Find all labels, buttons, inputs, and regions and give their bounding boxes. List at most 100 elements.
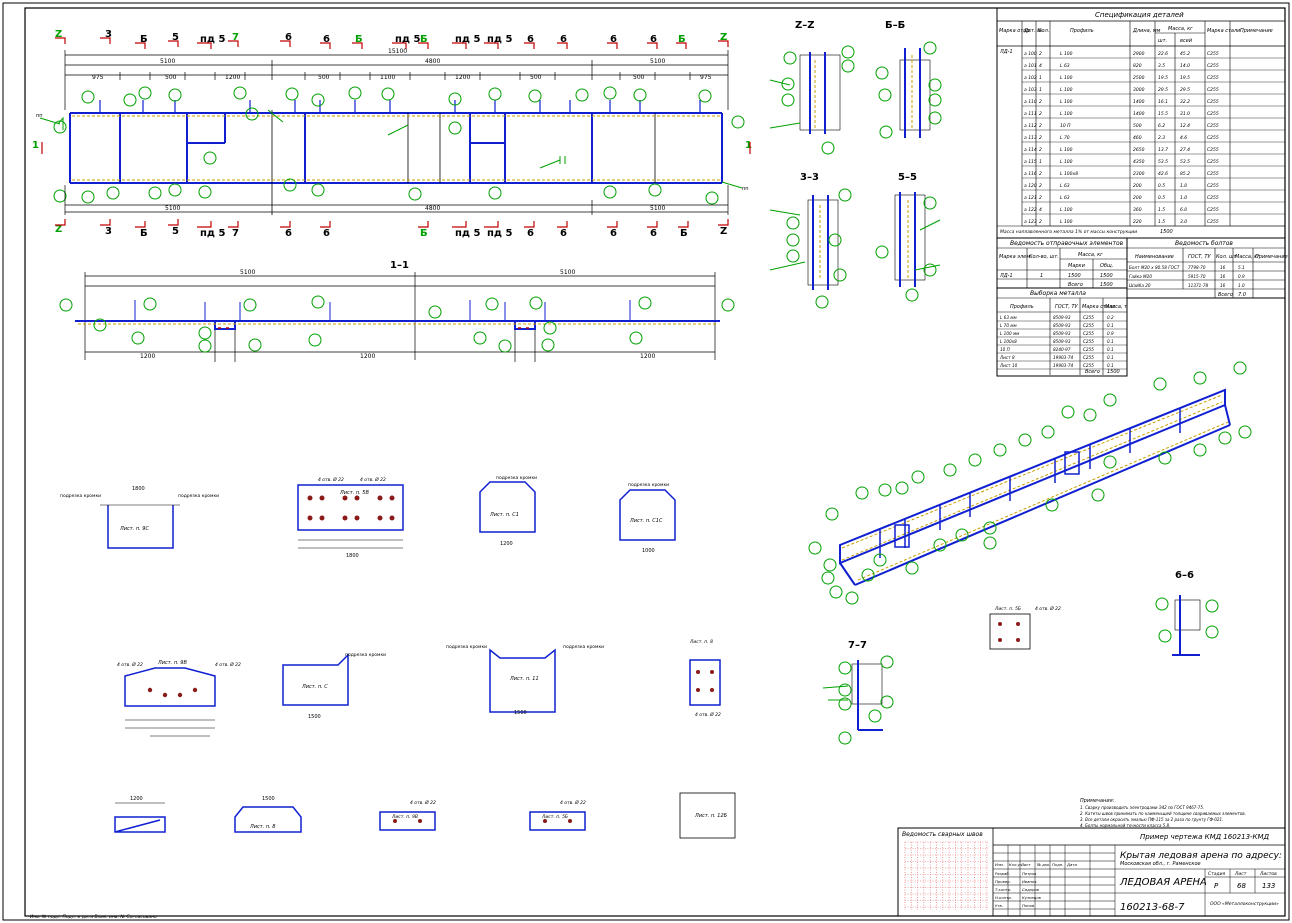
spec-cell: 19.5: [1158, 75, 1168, 81]
dim-seg-2: 500: [165, 74, 177, 81]
stamp-role: Провер.: [995, 879, 1011, 884]
spec-cell: 500: [1133, 123, 1142, 129]
spec-cell: 22.6: [1158, 51, 1168, 57]
spec-cell: 0.5: [1158, 195, 1165, 201]
bolt-cell: 7798-70: [1188, 265, 1206, 270]
spec-cell: 27.4: [1180, 147, 1190, 153]
dim-seg-9: 975: [700, 74, 712, 81]
cut-6-top-4: 6: [560, 34, 567, 45]
spec-cell: 1.5: [1158, 219, 1165, 225]
steel-h-grade: Марка стали: [1082, 304, 1116, 310]
cut-b-top-2: Б: [355, 34, 363, 45]
steel-cell: C255: [1083, 315, 1094, 320]
d7-chamfer-r: подрезка кромки: [563, 645, 604, 650]
steel-total-label: Всего: [1085, 369, 1100, 375]
stamp-sheets-h: Листов: [1259, 871, 1277, 877]
dim-bot-mid: 4800: [425, 205, 440, 212]
spec-cell: L 100x8: [1060, 171, 1078, 177]
spec-cell: а 110: [1024, 99, 1037, 105]
d7-label: Лист. п. 11: [509, 676, 539, 682]
ship-h-total: Общ.: [1100, 263, 1113, 269]
spec-cell: 6.0: [1180, 207, 1187, 213]
spec-cell: 2.3: [1158, 135, 1165, 141]
dim-seg-5: 1100: [380, 74, 395, 81]
steel-cell: L 100 мм: [1000, 331, 1019, 336]
dim-seg-4: 500: [318, 74, 330, 81]
spec-h-det: Дет. №: [1023, 28, 1042, 34]
cut-b-top-3: Б: [420, 34, 428, 45]
spec-cell: C255: [1207, 219, 1219, 225]
spec-cell: 16.1: [1158, 99, 1168, 105]
spec-cell: 2: [1039, 147, 1042, 153]
dim-top-mid: 4800: [425, 58, 440, 65]
main-plan-view: Z 3 Б 5 пд 5 7 6 6 Б пд 5 Б пд 5 пд 5 6 …: [32, 29, 752, 239]
steel-cell: 8509-93: [1053, 315, 1071, 320]
bolt-h-gost: ГОСТ, ТУ: [1188, 254, 1211, 260]
dim-11-b3: 1200: [640, 353, 655, 360]
stamp-object2: Московская обл., г. Раменское: [1120, 861, 1201, 867]
section-z-z: Z–Z: [769, 20, 855, 155]
cut-b-bot-3: Б: [680, 228, 688, 239]
ship-r-mass: 1500: [1068, 273, 1081, 279]
note-1: 1. Сварку производить электродами Э42 по…: [1080, 805, 1204, 810]
spec-cell: а 116: [1024, 171, 1037, 177]
spec-cell: L 100: [1060, 99, 1073, 105]
d6-label: Лист. п. С: [301, 684, 328, 690]
d11-bolts: 4 отв. Ø 22: [410, 799, 436, 806]
spec-cell: 820: [1133, 63, 1142, 69]
cut-1-left: 1: [32, 140, 39, 151]
steel-cell: C255: [1083, 331, 1094, 336]
spec-cell: C255: [1207, 75, 1219, 81]
spec-cell: L 100: [1060, 219, 1073, 225]
d5-label: Лист. п. 9В: [157, 660, 187, 666]
steel-cell: 0.1: [1107, 347, 1114, 352]
spec-cell: 1.0: [1180, 183, 1187, 189]
dim-11-left: 5100: [240, 269, 255, 276]
d5-bolts-2: 4 отв. Ø 22: [215, 661, 241, 668]
spec-h-mark: Марка отпр.: [999, 28, 1031, 34]
stamp-sheet: 68: [1237, 882, 1246, 890]
spec-cell: L 100: [1060, 207, 1073, 213]
section-7-7-title: 7–7: [848, 640, 867, 651]
stamp-col-header: Лист: [1020, 862, 1031, 867]
steel-cell: 0.1: [1107, 355, 1114, 360]
cut-pd5-top-4: пд 5: [487, 34, 512, 45]
spec-cell: 1.5: [1158, 207, 1165, 213]
cut-z-top: Z: [55, 29, 62, 40]
steel-cell: C255: [1083, 339, 1094, 344]
d4-width: 1000: [642, 548, 655, 554]
steel-h-profile: Профиль: [1010, 304, 1034, 310]
spec-cell: 2: [1039, 111, 1042, 117]
steel-cell: Лист 8: [999, 355, 1015, 360]
spec-cell: 29.5: [1158, 87, 1168, 93]
spec-cell: а 111: [1024, 111, 1037, 117]
spec-cell: C255: [1207, 87, 1219, 93]
spec-cell: C255: [1207, 51, 1219, 57]
spec-cell: L 63: [1060, 183, 1070, 189]
spec-cell: 10 П: [1060, 123, 1071, 129]
weld-label-right: пп: [742, 186, 749, 192]
spec-cell: а 114: [1024, 147, 1037, 153]
bolt-h-note: Примечание: [1255, 254, 1288, 260]
cut-pd5-top-2: пд 5: [395, 34, 420, 45]
d6-width: 1500: [308, 714, 321, 720]
spec-cell: 2: [1039, 219, 1042, 225]
dim-11-b1: 1200: [140, 353, 155, 360]
spec-cell: 2: [1039, 183, 1042, 189]
spec-cell: C255: [1207, 195, 1219, 201]
stamp-sheets: 133: [1262, 882, 1275, 890]
stamp-role: Утв.: [995, 903, 1003, 908]
spec-cell: C255: [1207, 171, 1219, 177]
spec-cell: 2500: [1133, 75, 1145, 81]
stamp-name: Кузнецов: [1022, 895, 1042, 900]
d12-bolts: 4 отв. Ø 22: [560, 799, 586, 806]
spec-footer-value: 1500: [1160, 229, 1173, 235]
cut-3-top: 3: [105, 29, 112, 40]
spec-cell: 85.2: [1180, 171, 1190, 177]
cut-z-bot: Z: [55, 224, 62, 235]
d13-label: Лист. п. 12Б: [694, 813, 728, 819]
spec-cell: 2: [1039, 135, 1042, 141]
cut-6-bot-5: 6: [610, 228, 617, 239]
spec-cell: 2900: [1133, 51, 1145, 57]
